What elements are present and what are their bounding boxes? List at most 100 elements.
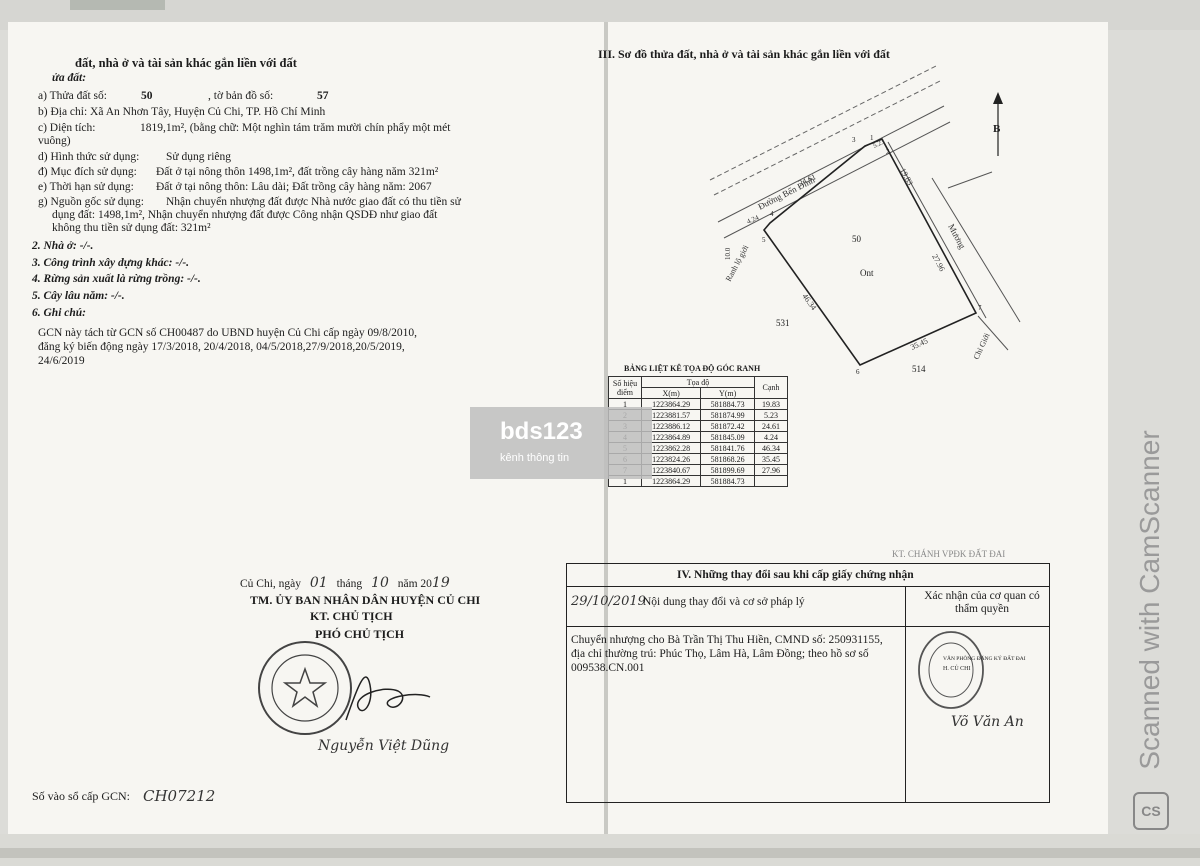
- signing-title: PHÓ CHỦ TỊCH: [315, 627, 405, 641]
- road-edge-line: [723, 121, 951, 239]
- origin-line-2: dụng đất: 1498,1m², Nhận chuyển nhượng đ…: [52, 209, 438, 221]
- origin-label: g) Nguồn gốc sử dụng:: [38, 196, 144, 208]
- section-6-notes: 6. Ghi chú:: [32, 307, 86, 319]
- background-strip: [0, 848, 1200, 858]
- book-number-value: CH07212: [143, 787, 216, 805]
- vertex-label: 1: [870, 134, 874, 142]
- parcel-number: 50: [852, 234, 862, 244]
- registration-office-stamp: [918, 631, 984, 709]
- stamp-inner-ring: [928, 642, 974, 698]
- stamp-header: KT. CHÁNH VPĐK ĐẤT ĐAI: [892, 549, 1006, 559]
- section-1-heading: ửa đất:: [52, 72, 87, 84]
- changes-line-2: địa chỉ thường trú: Phúc Thọ, Lâm Hà, Lâ…: [571, 648, 869, 660]
- col-coordinates: Tọa độ: [641, 376, 755, 388]
- col-x: X(m): [640, 387, 702, 399]
- seal-outer-ring: [258, 641, 352, 735]
- official-seal-and-signature: [258, 641, 431, 735]
- divider: [567, 586, 1049, 587]
- left-heading: đất, nhà ở và tài sản khác gắn liền với …: [75, 56, 297, 70]
- col-edge: Cạnh: [754, 376, 788, 399]
- signer-name: Nguyễn Việt Dũng: [318, 738, 450, 754]
- seal-inner-ring: [271, 654, 339, 722]
- stamp-outer-ring: [918, 631, 984, 709]
- watermark-box: [470, 407, 652, 479]
- camscanner-logo-icon: CS: [1133, 792, 1169, 830]
- changes-line-3: 009538.CN.001: [571, 662, 645, 674]
- limit-line: [977, 315, 1009, 351]
- ditch-line: [947, 171, 993, 189]
- limit-label: Chỉ Giới: [972, 331, 992, 361]
- area-label: c) Diện tích:: [38, 122, 96, 134]
- issue-place-date: Củ Chi, ngày 01 tháng 10 năm 2019: [240, 575, 450, 591]
- usage-form-label: d) Hình thức sử dụng:: [38, 151, 140, 163]
- parcel-number-value: 50: [141, 90, 153, 102]
- vertex-label: 2: [886, 148, 890, 156]
- scanner-watermark: Scanned with CamScanner: [1134, 430, 1165, 770]
- ditch-line: [931, 177, 1021, 323]
- section-2-house: 2. Nhà ở: -/-.: [32, 240, 94, 252]
- purpose-label: đ) Mục đích sử dụng:: [38, 166, 137, 178]
- edge-length: 4.24: [746, 213, 761, 225]
- origin-line-3: không thu tiền sử dụng đất: 321m²: [52, 222, 211, 234]
- parcel-use: Ont: [860, 268, 874, 278]
- road-edge-line: [709, 64, 939, 181]
- watermark-subtitle: kênh thông tin: [500, 452, 570, 464]
- road-edge-line: [717, 105, 945, 223]
- watermark-title: bds123: [500, 418, 583, 445]
- note-line-3: 24/6/2019: [38, 355, 85, 367]
- area-value: 1819,1m², (bằng chữ: Một nghìn tám trăm …: [140, 122, 451, 134]
- vertex-label: 5: [762, 236, 766, 244]
- book-number-label: Số vào sổ cấp GCN:: [32, 789, 130, 803]
- term-value: Đất ở tại nông thôn: Lâu dài; Đất trồng …: [156, 181, 432, 193]
- parcel-diagram: B Đường Bến Đình Mương Ranh lộ giới Chỉ …: [709, 64, 1021, 376]
- stamp-text: VĂN PHÒNG ĐĂNG KÝ ĐẤT ĐAI: [943, 656, 1026, 662]
- changes-line-1: Chuyển nhượng cho Bà Trần Thị Thu Hiền, …: [571, 634, 883, 646]
- north-label: B: [993, 123, 1001, 135]
- parcel-number-label: a) Thửa đất số:: [38, 90, 107, 102]
- col-point: Số hiệu điểm: [608, 376, 642, 399]
- usage-form-value: Sử dụng riêng: [166, 151, 232, 163]
- background-object: [70, 0, 165, 10]
- vertex-label: 6: [856, 368, 860, 376]
- edge-length: 35.45: [909, 336, 929, 352]
- signature-stroke: [345, 676, 431, 721]
- ditch-line: [887, 141, 987, 319]
- edge-length: 19.83: [898, 167, 914, 187]
- changes-date: 29/10/2019: [571, 594, 646, 609]
- stamp-place: H. CỦ CHI: [943, 666, 971, 672]
- road-edge-line: [713, 79, 943, 196]
- changes-confirm-header: Xác nhận của cơ quan có thẩm quyền: [924, 590, 1040, 615]
- area-continuation: vuông): [38, 135, 71, 147]
- note-line-2: đăng ký biến động ngày 17/3/2018, 20/4/2…: [38, 341, 405, 353]
- parcel-boundary: [762, 137, 978, 366]
- seal-star-icon: [282, 666, 328, 708]
- edge-length: 10.0: [724, 247, 732, 260]
- edge-length: 46.34: [800, 292, 818, 312]
- changes-signer: Võ Văn An: [951, 714, 1024, 730]
- section-4-forest: 4. Rừng sản xuất là rừng trồng: -/-.: [32, 273, 201, 285]
- vertex-label: 4: [770, 210, 774, 218]
- ditch-label: Mương: [946, 222, 968, 251]
- signing-organization: TM. ỦY BAN NHÂN DÂN HUYỆN CỦ CHI: [250, 593, 481, 607]
- north-arrow-head-icon: [993, 92, 1003, 104]
- map-sheet-label: , tờ bản đồ số:: [208, 90, 274, 102]
- term-label: e) Thời hạn sử dụng:: [38, 181, 134, 193]
- coord-table-title: BẢNG LIỆT KÊ TỌA ĐỘ GÓC RANH: [624, 364, 761, 373]
- neighbor-parcel: 531: [776, 318, 790, 328]
- diagram-heading: III. Sơ đồ thửa đất, nhà ở và tài sản kh…: [598, 47, 890, 61]
- map-sheet-value: 57: [317, 90, 329, 102]
- neighbor-parcel: 514: [912, 364, 926, 374]
- vertex-label: 3: [852, 136, 856, 144]
- changes-content-header: Nội dung thay đổi và cơ sở pháp lý: [643, 596, 805, 608]
- changes-title: IV. Những thay đổi sau khi cấp giấy chứn…: [677, 569, 914, 581]
- changes-section: IV. Những thay đổi sau khi cấp giấy chứn…: [566, 563, 1050, 803]
- vertex-label: 7: [978, 304, 982, 312]
- edge-length: 5.23: [872, 137, 887, 149]
- divider: [905, 586, 906, 802]
- section-5-perennial: 5. Cây lâu năm: -/-.: [32, 290, 125, 302]
- origin-value: Nhận chuyển nhượng đất được Nhà nước gia…: [166, 196, 461, 208]
- col-y: Y(m): [700, 387, 755, 399]
- note-line-1: GCN này tách từ GCN số CH00487 do UBND h…: [38, 327, 418, 339]
- section-3-construction: 3. Công trình xây dựng khác: -/-.: [32, 257, 190, 269]
